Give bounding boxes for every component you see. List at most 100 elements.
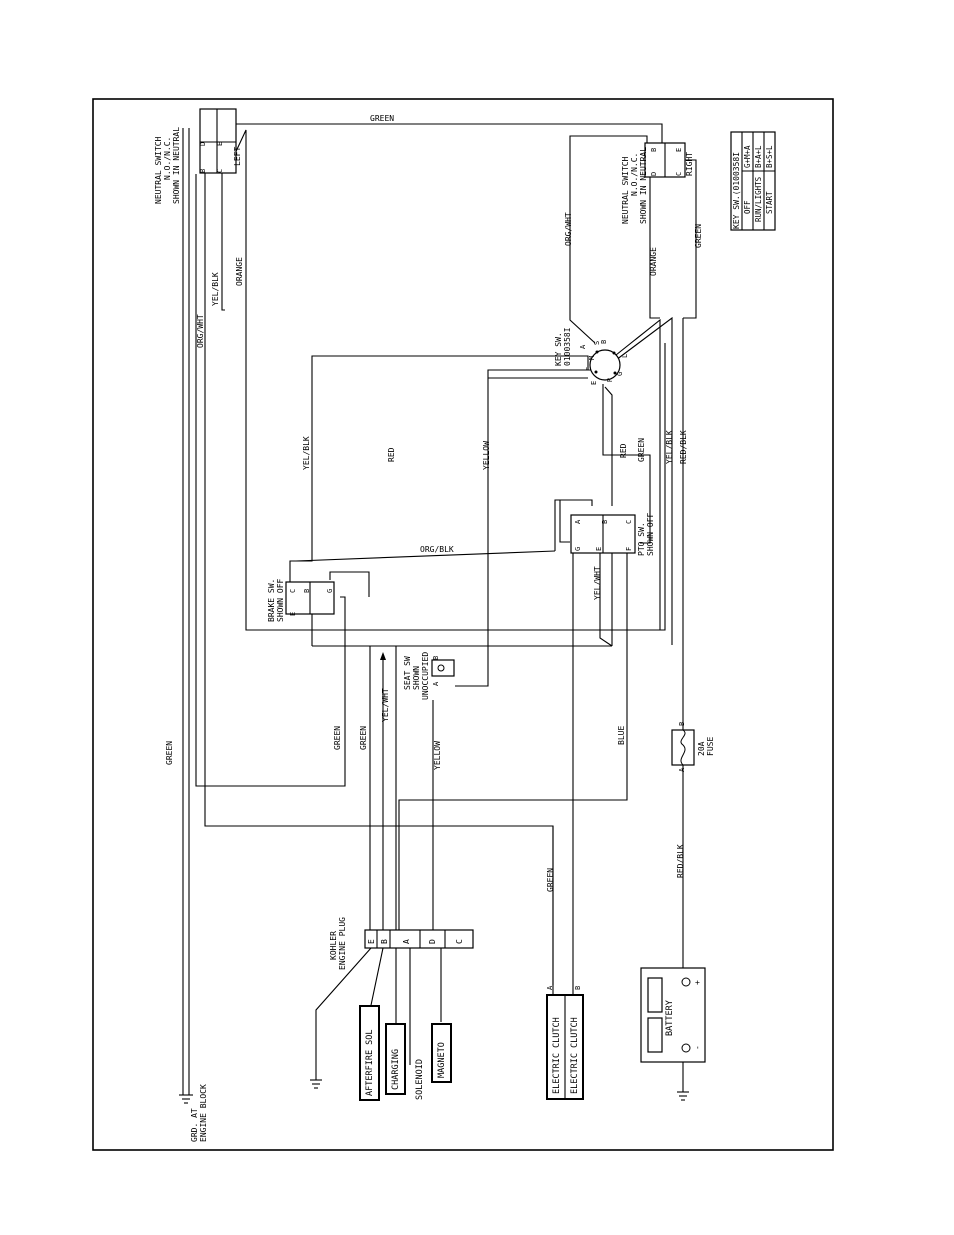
wire-green-left-b: GREEN <box>359 726 368 750</box>
neutral-left-pin-b: B <box>199 169 207 173</box>
electric-clutch: ELECTRIC CLUTCH ELECTRIC CLUTCH A B <box>546 985 584 1100</box>
wire-red-main: RED <box>387 447 396 462</box>
key-table-row3-mode: START <box>765 191 774 214</box>
brake-switch-label-1: BRAKE SW. <box>267 579 276 622</box>
engine-plug-label-2: ENGINE PLUG <box>338 917 347 970</box>
key-pin-r: R <box>606 377 614 382</box>
key-pin-e: E <box>590 381 598 385</box>
neutral-right-pin-d: D <box>650 172 658 176</box>
engine-plug-pin-a: A <box>402 939 411 944</box>
wire-blue: BLUE <box>617 726 626 745</box>
clutch-pin-a: A <box>546 985 554 990</box>
wire-red-blk-low: RED/BLK <box>676 844 685 878</box>
neutral-right-label-1: NEUTRAL SWITCH <box>621 156 630 224</box>
pto-pin-b: B <box>601 520 609 524</box>
brake-pin-c: C <box>289 589 297 593</box>
key-pin-b: B <box>600 340 608 344</box>
clutch-label-b: ELECTRIC CLUTCH <box>570 1017 580 1094</box>
battery-minus: - <box>693 1045 702 1050</box>
charging: CHARGING <box>385 1023 406 1095</box>
neutral-left-pin-e: E <box>216 142 224 146</box>
engine-plug-pin-b: B <box>380 939 389 944</box>
pto-pin-g: G <box>574 547 582 551</box>
magneto: MAGNETO <box>431 1023 452 1083</box>
battery-label: BATTERY <box>665 1000 675 1036</box>
wire-yel-wht-main: YEL/WHT <box>381 688 390 722</box>
magneto-label: MAGNETO <box>437 1042 447 1078</box>
key-switch-label-2: 0100358I <box>563 327 572 366</box>
fuse-label-1: 20A <box>697 741 706 756</box>
wire-yellow-low: YELLOW <box>433 741 442 770</box>
engine-plug-pin-c: C <box>455 939 464 944</box>
wire-green-top: GREEN <box>370 114 394 123</box>
pto-pin-f: F <box>625 547 633 551</box>
engine-plug: E B A D C KOHLER ENGINE PLUG <box>329 917 474 970</box>
wire-red-center: RED <box>619 443 628 458</box>
key-switch-label-1: KEY SW. <box>554 332 563 366</box>
wire-orange-left: ORANGE <box>235 257 244 286</box>
wire-yel-blk-left: YEL/BLK <box>211 272 220 306</box>
wire-green-right: GREEN <box>694 224 703 248</box>
solenoid-label: SOLENOID <box>415 1059 425 1100</box>
brake-switch-label-2: SHOWN OFF <box>276 578 285 622</box>
fuse-label-2: FUSE <box>706 737 715 756</box>
neutral-left-label-3: SHOWN IN NEUTRAL <box>172 127 181 204</box>
brake-pin-e: E <box>289 612 297 616</box>
engine-plug-pin-e: E <box>367 939 376 944</box>
key-pin-s: S <box>593 341 601 345</box>
solenoid: SOLENOID <box>415 1059 425 1100</box>
wire-orange-right: ORANGE <box>649 247 658 276</box>
wire-org-blk: ORG/BLK <box>420 545 454 554</box>
yel-wht-arrow-icon <box>380 652 386 660</box>
wire-org-wht-right: ORG/WHT <box>564 212 573 246</box>
neutral-left-label-1: NEUTRAL SWITCH <box>154 136 163 204</box>
wires <box>182 111 697 1095</box>
key-pin-g: G <box>616 372 624 376</box>
neutral-switch-left: B D C E LEFT NEUTRAL SWITCH N.O./N.C. SH… <box>154 108 242 204</box>
brake-pin-b: B <box>303 589 311 593</box>
neutral-left-label-2: N.O./N.C. <box>163 137 172 180</box>
clutch-label-a: ELECTRIC CLUTCH <box>552 1017 562 1094</box>
seat-switch-label-1: SEAT SW <box>403 656 412 690</box>
wire-red-blk-right: RED/BLK <box>679 430 688 464</box>
wire-yellow-main: YELLOW <box>482 441 491 470</box>
wire-yel-blk-main: YEL/BLK <box>302 436 311 470</box>
afterfire-label: AFTERFIRE SOL <box>365 1029 375 1096</box>
pto-switch-label-1: PTO SW. <box>637 522 646 556</box>
neutral-right-pin-c: C <box>675 172 683 176</box>
ground-label-2: ENGINE BLOCK <box>199 1084 208 1142</box>
pto-switch-label-2: SHOWN OFF <box>646 512 655 556</box>
key-table-row2-combo: B+A+L <box>754 145 763 168</box>
pto-pin-a: A <box>574 519 582 524</box>
key-table-header: KEY SW.(0100358I <box>732 152 741 229</box>
key-switch-table: KEY SW.(0100358I OFF G+M+A RUN/LIGHTS B+… <box>730 131 776 231</box>
neutral-left-side-label: LEFT <box>233 147 242 166</box>
clutch-pin-b: B <box>574 986 582 990</box>
wire-green-clutch: GREEN <box>546 868 555 892</box>
ground-symbols: GRD. AT ENGINE BLOCK <box>179 1079 689 1142</box>
neutral-switch-right: B E D C RIGHT NEUTRAL SWITCH N.O./N.C. S… <box>621 142 694 224</box>
key-pin-l: L <box>621 354 629 358</box>
fuse: A B 20A FUSE <box>671 722 715 772</box>
key-table-row1-mode: OFF <box>743 200 752 214</box>
neutral-right-label-3: SHOWN IN NEUTRAL <box>639 147 648 224</box>
fuse-pin-b: B <box>678 722 686 726</box>
engine-plug-pin-d: D <box>428 939 437 944</box>
seat-switch-label-3: UNOCCUPIED <box>421 652 430 700</box>
engine-plug-label-1: KOHLER <box>329 931 338 960</box>
key-pin-a: A <box>579 344 587 349</box>
wire-green-left-a: GREEN <box>333 726 342 750</box>
neutral-right-pin-e: E <box>675 148 683 152</box>
neutral-left-pin-d: D <box>199 142 207 146</box>
fuse-pin-a: A <box>678 767 686 772</box>
key-table-row3-combo: B+S+L <box>765 145 774 168</box>
wire-yel-blk-right: YEL/BLK <box>665 430 674 464</box>
wire-org-wht-left: ORG/WHT <box>196 314 205 348</box>
brake-pin-g: G <box>326 589 334 593</box>
key-table-row2-mode: RUN/LIGHTS <box>754 176 763 222</box>
neutral-right-label-2: N.O./N.C. <box>630 153 639 196</box>
key-table-row1-combo: G+M+A <box>743 145 752 168</box>
battery-plus: + <box>693 980 702 985</box>
wire-green-main: GREEN <box>165 741 174 765</box>
